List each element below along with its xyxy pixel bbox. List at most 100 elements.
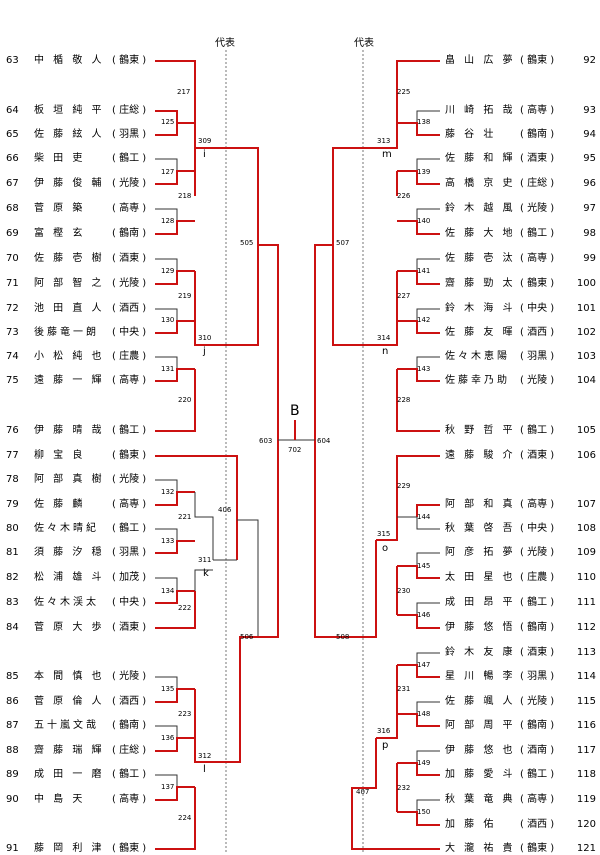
- player-team: ( 酒東 ): [112, 253, 147, 264]
- bracket-line: [333, 540, 377, 638]
- match-number: 125: [161, 118, 175, 126]
- match-number: 230: [397, 587, 411, 595]
- player-team: ( 光陵 ): [112, 474, 147, 485]
- player-number: 76: [6, 425, 19, 436]
- bracket-line: [155, 577, 178, 591]
- rep-label-right: 代表: [354, 38, 374, 49]
- bracket-line: [155, 737, 195, 752]
- player-number: 63: [6, 55, 19, 66]
- player-number: 90: [6, 794, 19, 805]
- match-number: 310: [198, 334, 212, 342]
- bracket-line: [155, 122, 195, 136]
- bracket-line: [416, 158, 440, 171]
- player-name: 佐 藤 壱 樹: [34, 253, 105, 264]
- player-team: ( 鶴東 ): [520, 843, 555, 854]
- bracket-line: [213, 147, 259, 245]
- match-number: l: [203, 764, 206, 775]
- match-number: 133: [161, 537, 175, 545]
- bracket-line: [376, 60, 440, 149]
- player-number: 121: [576, 843, 596, 854]
- player-number: 115: [576, 696, 596, 707]
- bracket-line: [397, 713, 440, 727]
- bracket-line: [155, 270, 195, 285]
- player-name: 後藤竜一朗: [34, 327, 99, 338]
- player-team: ( 庄総 ): [112, 105, 147, 116]
- player-number: 100: [576, 278, 596, 289]
- player-number: 119: [576, 794, 596, 805]
- bracket-line: [155, 356, 178, 369]
- bracket-line: [155, 455, 238, 560]
- player-name: 川 崎 拓 哉: [445, 105, 516, 116]
- match-number: 231: [397, 685, 411, 693]
- player-team: ( 高専 ): [520, 253, 555, 264]
- player-name: 遠 藤 駿 介: [445, 450, 516, 461]
- bracket-line: [416, 110, 440, 123]
- player-name: 藤 岡 利 津: [34, 843, 105, 854]
- player-team: ( 酒南 ): [520, 745, 555, 756]
- player-number: 94: [583, 129, 596, 140]
- player-team: ( 鶴東 ): [112, 55, 147, 66]
- player-name: 池 田 直 人: [34, 303, 105, 314]
- player-name: 成 田 一 磨: [34, 769, 105, 780]
- player-team: ( 鶴南 ): [520, 622, 555, 633]
- bracket-line: [213, 636, 258, 763]
- player-team: ( 鶴南 ): [112, 228, 147, 239]
- player-name: 松 浦 雄 斗: [34, 572, 105, 583]
- match-number: 314: [377, 334, 391, 342]
- player-name: 藤 谷 壮: [445, 129, 497, 140]
- player-team: ( 羽黒 ): [520, 671, 555, 682]
- player-number: 82: [6, 572, 19, 583]
- player-name: 畠 山 広 夢: [445, 55, 516, 66]
- player-team: ( 鶴工 ): [112, 425, 147, 436]
- player-number: 120: [576, 819, 596, 830]
- player-name: 齋 藤 瑞 輝: [34, 745, 105, 756]
- bracket-line: [155, 540, 195, 554]
- player-number: 102: [576, 327, 596, 338]
- bracket-line: [416, 602, 440, 615]
- match-number: 129: [161, 267, 175, 275]
- player-number: 78: [6, 474, 19, 485]
- player-team: ( 鶴工 ): [520, 769, 555, 780]
- player-team: ( 中央 ): [112, 597, 147, 608]
- match-number: 146: [417, 611, 431, 619]
- player-number: 92: [583, 55, 596, 66]
- match-number: 508: [336, 633, 350, 641]
- player-number: 79: [6, 499, 19, 510]
- match-number: 217: [177, 88, 191, 96]
- match-number: 149: [417, 759, 431, 767]
- bracket-line: [397, 270, 440, 285]
- match-number: 145: [417, 562, 431, 570]
- match-number: 313: [377, 137, 391, 145]
- bracket-line: [332, 245, 376, 346]
- player-team: ( 酒西 ): [520, 819, 555, 830]
- bracket-line: [155, 369, 196, 432]
- bracket-line: [314, 440, 333, 638]
- match-number: 311: [198, 556, 212, 564]
- player-name: 中 島 天: [34, 794, 86, 805]
- match-number: 315: [377, 530, 391, 538]
- player-number: 117: [576, 745, 596, 756]
- player-name: 鈴 木 友 康: [445, 647, 516, 658]
- player-team: ( 高専 ): [112, 794, 147, 805]
- match-number: 222: [178, 604, 192, 612]
- player-team: ( 鶴工 ): [520, 425, 555, 436]
- player-name: 阿 部 真 樹: [34, 474, 105, 485]
- player-number: 77: [6, 450, 19, 461]
- semi-right-match-number: 604: [317, 437, 331, 445]
- player-number: 101: [576, 303, 596, 314]
- player-team: ( 鶴南 ): [112, 720, 147, 731]
- bracket-line: [397, 122, 440, 136]
- match-number: 139: [417, 168, 431, 176]
- player-number: 91: [6, 843, 19, 854]
- player-team: ( 鶴東 ): [520, 278, 555, 289]
- bracket-line: [332, 147, 376, 245]
- bracket-line: [397, 614, 440, 629]
- player-name: 佐 藤 壱 汰: [445, 253, 516, 264]
- bracket-line: [351, 738, 440, 850]
- player-team: ( 鶴南 ): [520, 129, 555, 140]
- match-number: 221: [178, 513, 192, 521]
- player-team: ( 鶴工 ): [112, 523, 147, 534]
- player-team: ( 光陵 ): [112, 278, 147, 289]
- player-name: 佐々木渓太: [34, 597, 99, 608]
